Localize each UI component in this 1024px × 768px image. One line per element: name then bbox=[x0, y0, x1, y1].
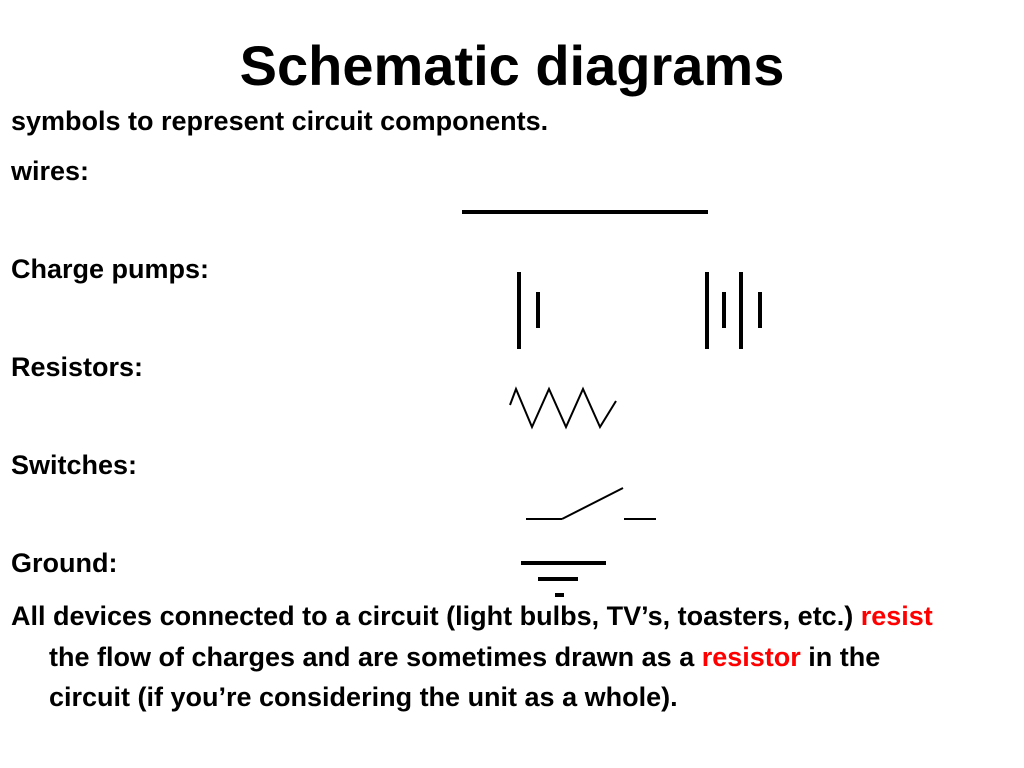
label-switches: Switches: bbox=[11, 450, 138, 480]
explanation-paragraph: All devices connected to a circuit (ligh… bbox=[11, 596, 949, 718]
resistor-zigzag-icon bbox=[509, 386, 617, 430]
highlight-resist: resist bbox=[860, 601, 933, 631]
ground-symbol-icon bbox=[521, 561, 606, 597]
label-resistors: Resistors: bbox=[11, 352, 144, 382]
wire-symbol-icon bbox=[462, 210, 708, 214]
slide-title: Schematic diagrams bbox=[239, 34, 785, 97]
open-switch-icon bbox=[526, 487, 656, 520]
double-cell-battery-icon bbox=[705, 272, 762, 349]
paragraph-text-3: in the circuit (if you’re considering th… bbox=[49, 641, 881, 713]
label-charge-pumps: Charge pumps: bbox=[11, 254, 210, 284]
paragraph-text-2: the flow of charges and are sometimes dr… bbox=[49, 641, 702, 672]
label-ground: Ground: bbox=[11, 548, 118, 578]
label-wires: wires: bbox=[11, 156, 90, 186]
subtitle-text: symbols to represent circuit components. bbox=[11, 106, 549, 136]
single-cell-battery-icon bbox=[517, 272, 540, 349]
highlight-resistor: resistor bbox=[701, 641, 801, 672]
paragraph-text-1: All devices connected to a circuit (ligh… bbox=[11, 601, 861, 631]
